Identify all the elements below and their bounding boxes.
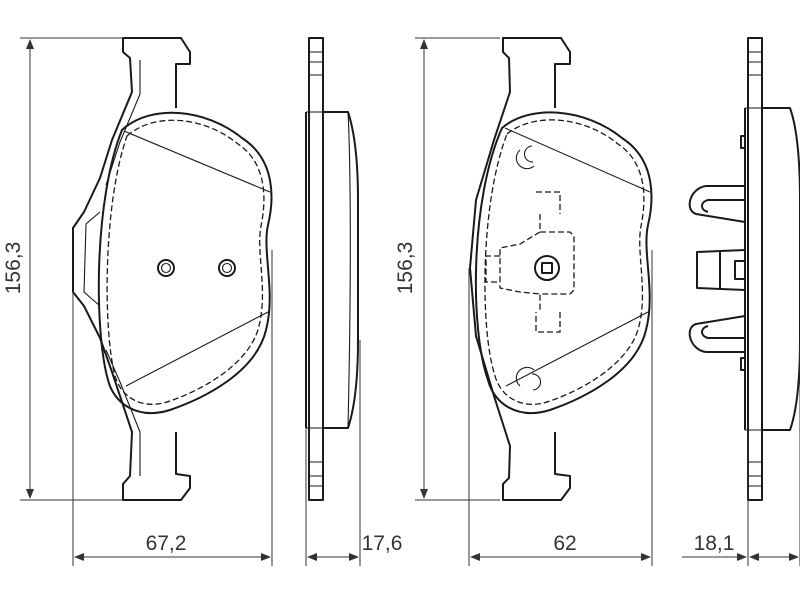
front-view-pad-1 [72,37,273,501]
width-dimension-1: 67,2 [72,250,273,566]
clip-outline-dashed [485,191,575,333]
friction-material-outline [474,111,653,415]
backing-plate-outline [469,37,571,501]
center-pin [534,255,560,281]
side-view-pad-1 [305,37,359,501]
friction-material-outline [97,111,273,415]
chamfer-line-bottom [125,311,269,387]
friction-material-side [762,107,800,431]
center-clip-side [696,249,746,291]
rivet-hole-right [218,259,236,277]
thickness-label-1: 17,6 [362,532,403,555]
wear-indicator-mark-top [515,145,535,170]
anti-rattle-spring-bottom [688,315,746,353]
thickness-dimension-2: 18,1 [682,340,800,566]
chamfer-line-top [123,130,271,193]
chamfer-line-top [504,127,651,193]
backing-plate-side [308,37,324,501]
anti-rattle-spring-top [688,185,746,223]
backing-plate-side [747,37,763,501]
wear-indicator-mark-bottom [515,366,542,391]
friction-material-inner-dashed [484,119,645,405]
height-label-1: 156,3 [2,242,25,295]
friction-material-side [323,111,359,429]
front-view-pad-2 [469,37,653,501]
height-label-2: 156,3 [394,242,417,295]
backing-plate-inner-edge [105,60,141,476]
width-label-1: 67,2 [146,532,187,555]
height-dimension-2: 156,3 [394,37,500,501]
retaining-clip [83,211,101,307]
backing-plate-outline [72,37,191,501]
chamfer-line-bottom [505,311,649,387]
friction-material-inner-dashed [106,119,265,405]
width-dimension-2: 62 [468,250,653,566]
side-view-pad-2 [688,37,800,501]
rivet-hole-left [157,259,175,277]
thickness-dimension-1: 17,6 [305,340,403,566]
height-dimension-1: 156,3 [2,37,122,501]
width-label-2: 62 [553,532,576,555]
thickness-label-2: 18,1 [694,532,735,555]
